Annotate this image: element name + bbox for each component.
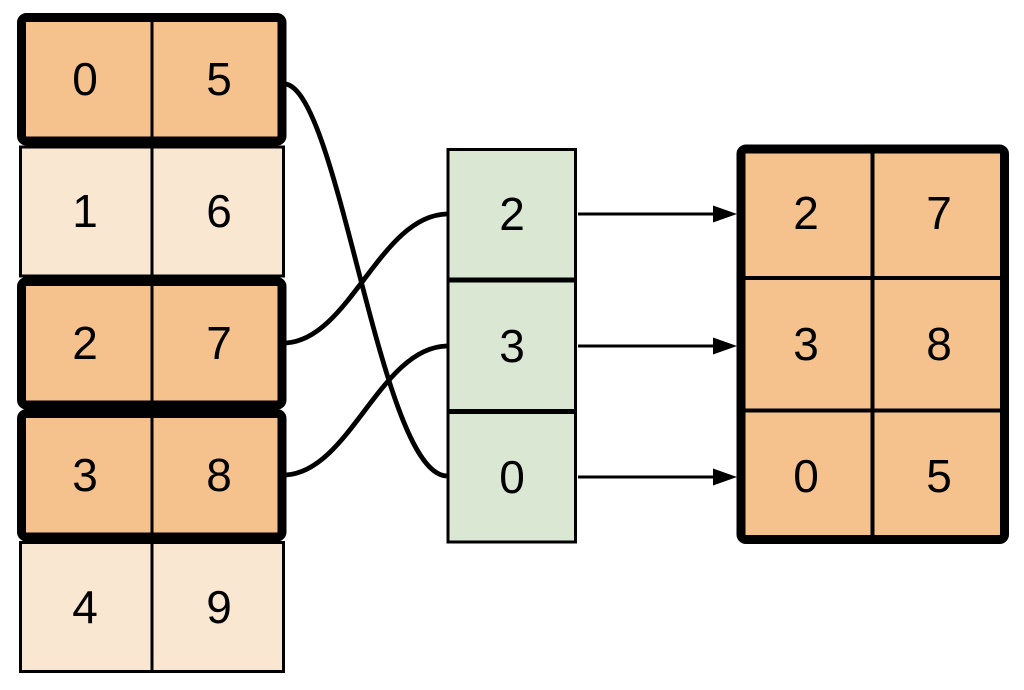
source-cell-1-right: 6 [206,185,232,237]
result-cell-0-left: 2 [793,187,819,239]
source-row-2-highlighted: 2 7 [17,277,287,410]
source-cell-3-left: 3 [72,449,98,501]
source-cell-4-left: 4 [72,581,98,633]
result-cell-2-right: 5 [926,450,952,502]
index-cell-0-background [446,148,577,281]
arrow-index0-to-result0 [578,205,737,223]
curve-row2-to-index0 [285,211,447,346]
arrow-index1-to-result1 [578,337,737,355]
result-cell-2-left: 0 [793,450,819,502]
source-cell-3-right: 8 [206,449,232,501]
source-row-3-highlighted: 3 8 [17,409,287,542]
arrow-1-head-icon [713,337,737,355]
arrow-index2-to-result2 [578,468,737,486]
result-cell-1-left: 3 [793,318,819,370]
index-cell-0-value: 2 [499,188,525,240]
index-cell-1-value: 3 [499,320,525,372]
source-cell-1-left: 1 [72,185,98,237]
index-cell-2-background [446,411,577,544]
result-arrows [578,205,737,486]
source-row-0-highlighted: 0 5 [17,13,287,146]
index-cell-1-background [446,279,577,412]
result-cell-1-right: 8 [926,318,952,370]
source-row-4: 4 9 [19,541,285,673]
connector-curves [285,81,447,479]
result-table: 2 7 3 8 0 5 [736,144,1009,544]
curve-row3-to-index1 [285,343,447,478]
source-row-1: 1 6 [19,145,285,278]
source-table: 1 6 4 9 0 5 2 7 3 8 [17,13,287,673]
source-cell-4-right: 9 [206,581,232,633]
index-cell-2-value: 0 [499,451,525,503]
source-cell-0-right: 5 [206,53,232,105]
arrow-2-head-icon [713,468,737,486]
arrow-0-head-icon [713,205,737,223]
index-column: 2 3 0 [446,148,577,544]
source-cell-0-left: 0 [72,53,98,105]
source-cell-2-right: 7 [206,317,232,369]
source-cell-2-left: 2 [72,317,98,369]
result-cell-0-right: 7 [926,187,952,239]
